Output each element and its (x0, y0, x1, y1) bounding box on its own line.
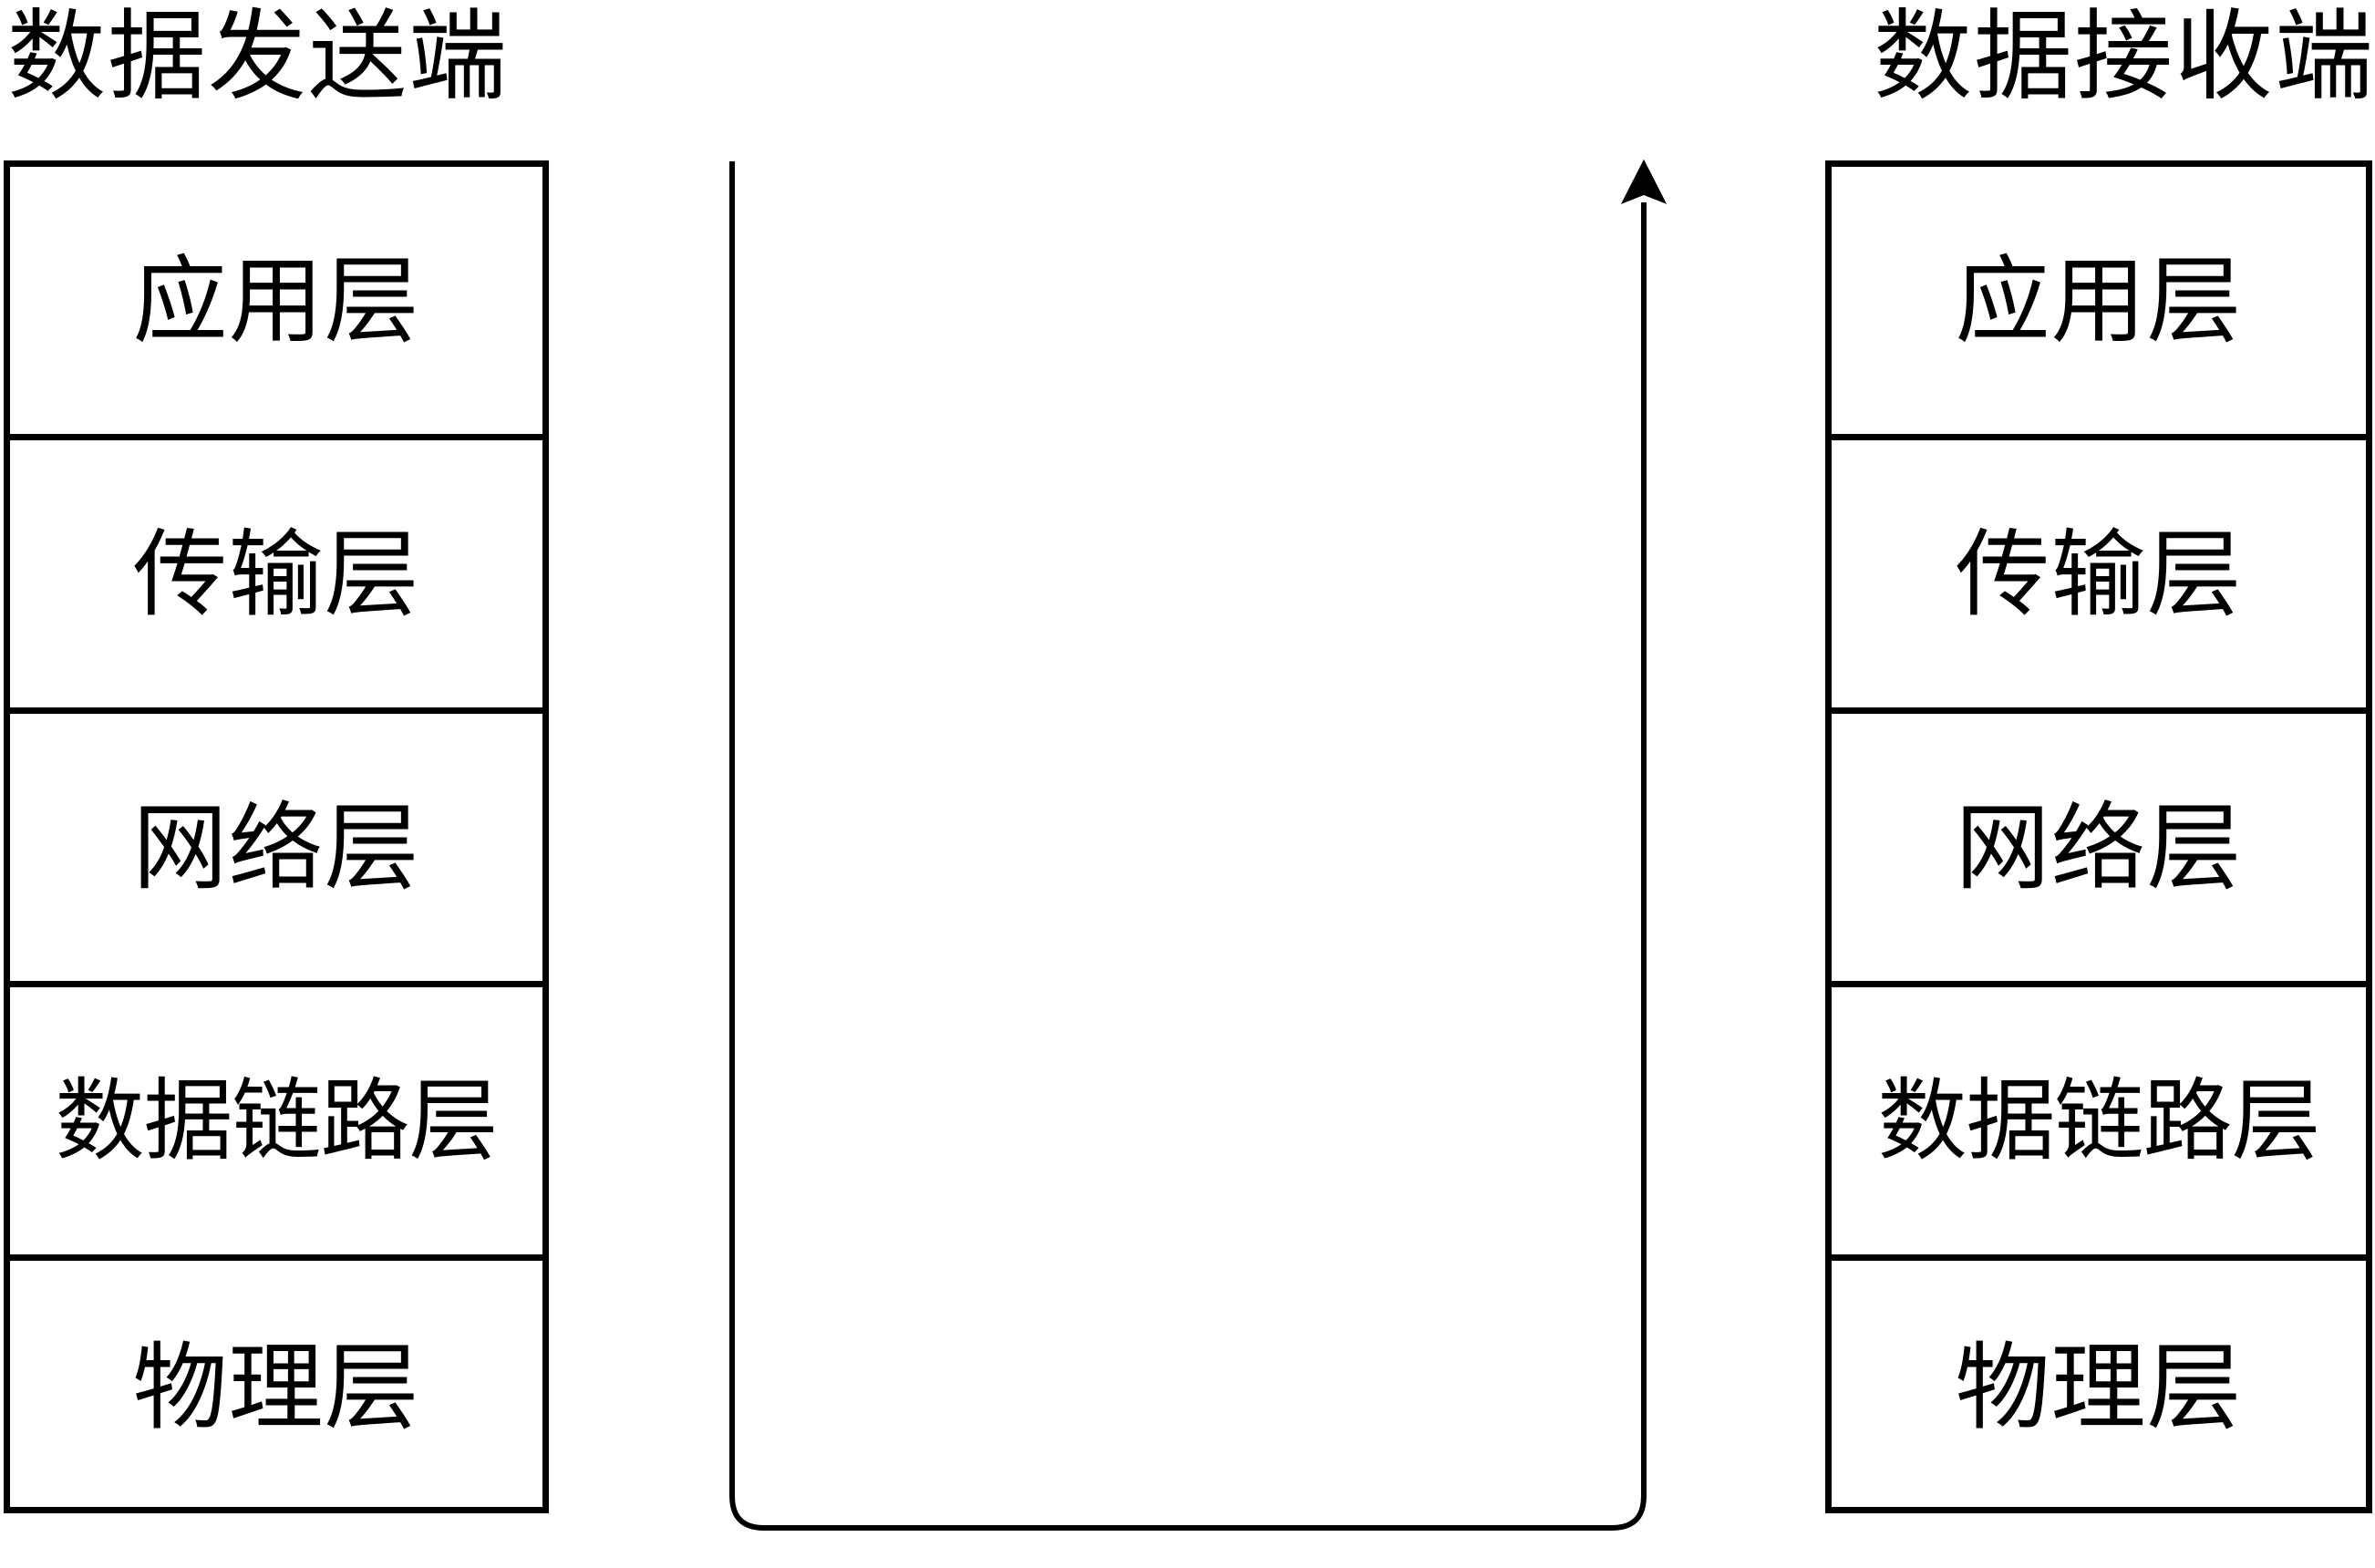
layer-label: 数据链路层 (55, 1068, 498, 1173)
receiver-layer-transport: 传输层 (1832, 440, 2366, 714)
sender-heading: 数据发送端 (7, 0, 510, 114)
layer-label: 网络层 (1955, 791, 2243, 903)
layer-label: 传输层 (1955, 518, 2243, 630)
receiver-layer-data-link: 数据链路层 (1832, 987, 2366, 1261)
receiver-heading: 数据接收端 (1873, 0, 2375, 114)
up-arrow-icon (1620, 159, 1668, 204)
receiver-layer-physical: 物理层 (1832, 1261, 2366, 1513)
sender-layer-transport: 传输层 (10, 440, 542, 714)
receiver-protocol-stack: 应用层 传输层 网络层 数据链路层 物理层 (1825, 160, 2372, 1513)
layer-label: 物理层 (1955, 1331, 2243, 1443)
flow-path (729, 161, 1647, 1531)
sender-protocol-stack: 应用层 传输层 网络层 数据链路层 物理层 (4, 160, 549, 1513)
layer-label: 物理层 (132, 1331, 420, 1443)
layer-label: 传输层 (132, 518, 420, 630)
layer-label: 数据链路层 (1877, 1068, 2320, 1173)
layer-label: 应用层 (1955, 244, 2243, 356)
layer-label: 应用层 (132, 244, 420, 356)
receiver-layer-network: 网络层 (1832, 714, 2366, 987)
sender-layer-physical: 物理层 (10, 1261, 542, 1513)
sender-layer-application: 应用层 (10, 167, 542, 440)
receiver-layer-application: 应用层 (1832, 167, 2366, 440)
sender-layer-data-link: 数据链路层 (10, 987, 542, 1261)
sender-layer-network: 网络层 (10, 714, 542, 987)
layer-label: 网络层 (132, 791, 420, 903)
